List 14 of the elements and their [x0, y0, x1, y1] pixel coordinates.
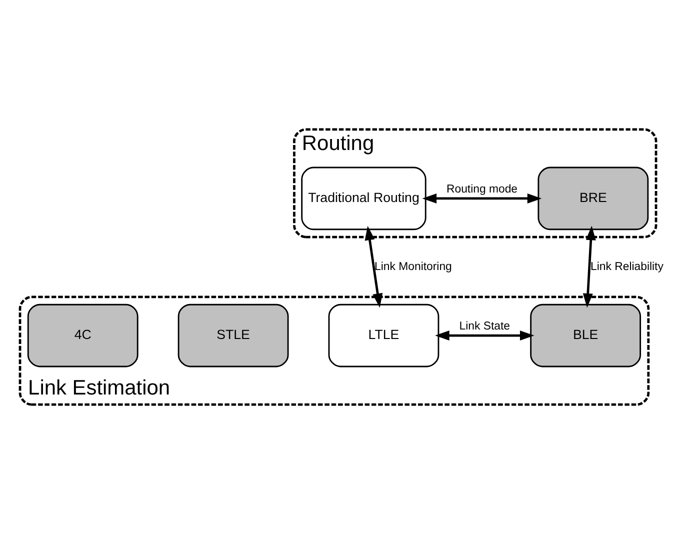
arrow [422, 193, 542, 204]
arrow [364, 226, 383, 308]
arrow [435, 330, 534, 341]
edge-label: Link State [459, 320, 510, 332]
node-box: BRE [538, 166, 649, 230]
node-box: BLE [530, 304, 642, 368]
node-box: 4C [27, 304, 138, 368]
edge-label: Link Reliability [590, 260, 664, 273]
node-box: STLE [178, 304, 289, 368]
node-box: LTLE [328, 304, 440, 368]
node-box: Traditional Routing [301, 166, 426, 230]
arrow [582, 226, 596, 308]
edge-label: Routing mode [446, 183, 518, 196]
edge-label: Link Monitoring [374, 260, 452, 273]
